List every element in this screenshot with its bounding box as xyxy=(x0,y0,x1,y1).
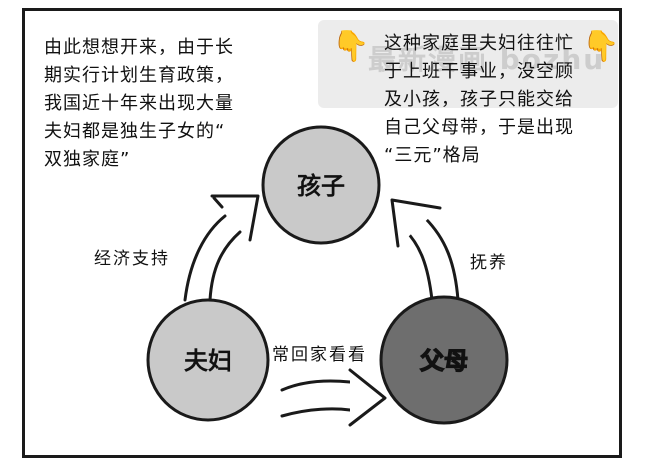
parents-node xyxy=(379,295,509,425)
arrow-couple-to-parents xyxy=(280,368,387,427)
parents-label: 父母 xyxy=(420,347,468,375)
couple-node xyxy=(146,298,270,422)
left-caption: 由此想想开来，由于长 期实行计划生育政策， 我国近十年来出现大量 夫妇都是独生子… xyxy=(44,37,234,170)
child-label: 孩子 xyxy=(297,172,345,200)
pointing-hand-icon: 👇 xyxy=(582,29,620,64)
watermark-text: 最新漫画 bozhu xyxy=(368,43,606,76)
arrow-couple-to-child xyxy=(183,194,260,302)
arrow-parents-to-child xyxy=(390,198,460,302)
pointing-hand-icon: 👇 xyxy=(332,29,370,64)
edge-label-economic-support: 经济支持 xyxy=(94,249,170,269)
child-node xyxy=(261,125,381,245)
couple-label: 夫妇 xyxy=(184,347,232,375)
right-caption: 这种家庭里夫妇往往忙 于上班干事业，没空顾 及小孩，孩子只能交给 自己父母带，于… xyxy=(384,33,574,166)
edge-label-raising: 抚养 xyxy=(470,253,508,273)
edge-label-visit-home: 常回家看看 xyxy=(272,345,367,365)
watermark-box xyxy=(318,20,618,108)
